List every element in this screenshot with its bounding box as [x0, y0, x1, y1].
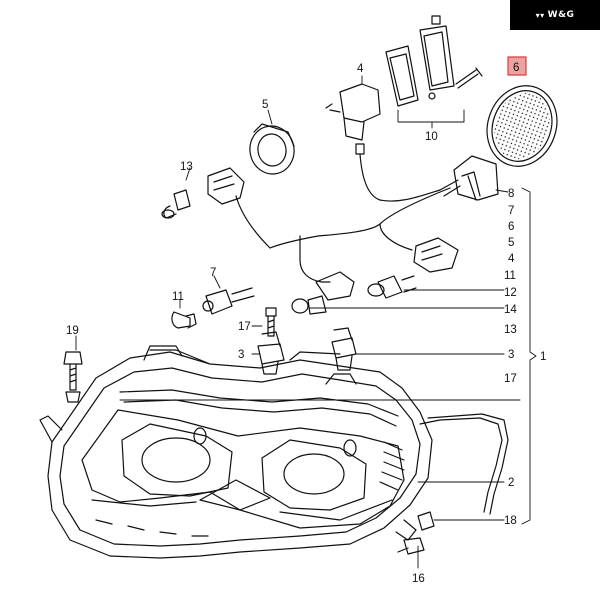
brand-logo: ▾▾ W&G	[510, 0, 600, 30]
right-list-item: 2	[508, 477, 514, 489]
headlight-housing	[39, 345, 433, 559]
right-list-item: 4	[508, 253, 515, 265]
callout-11: 11	[172, 291, 184, 303]
deer-logo-icon: ▾▾	[535, 10, 545, 20]
bulb-socket-7	[202, 287, 255, 315]
clip-18	[417, 511, 435, 531]
callout-6-highlight	[507, 56, 527, 76]
callout-5: 5	[262, 99, 268, 111]
right-list-item: 7	[508, 205, 514, 217]
callout-16: 16	[412, 573, 425, 585]
gasket-set	[385, 15, 483, 107]
screw-19	[63, 351, 83, 403]
callout-10: 10	[425, 131, 438, 143]
leveling-motor	[325, 83, 441, 202]
right-list-item: 18	[504, 515, 517, 527]
right-part-list: 8 7 6 5 4 11 12 14 13 3 17 2 18	[504, 188, 517, 527]
right-list-item: 13	[504, 324, 517, 336]
bulb-14	[291, 295, 327, 315]
callout-17: 17	[238, 321, 251, 333]
right-list-item: 12	[504, 287, 517, 299]
screw-17	[265, 307, 277, 337]
right-list-item: 3	[508, 349, 514, 361]
callout-13: 13	[180, 161, 193, 173]
repair-bracket-left	[257, 331, 285, 375]
headlight-cap	[486, 85, 558, 167]
bulb-holder	[249, 123, 295, 175]
callout-19: 19	[66, 325, 79, 337]
bulb-11	[171, 311, 197, 329]
callout-1: 1	[540, 351, 546, 363]
brand-logo-text: W&G	[547, 10, 575, 20]
right-list-item: 11	[504, 270, 516, 282]
leader-lines	[75, 75, 537, 569]
bulb-13	[161, 189, 191, 219]
gasket-strip	[419, 413, 509, 515]
right-list-item: 8	[508, 188, 514, 200]
screw-16	[397, 537, 425, 555]
callout-7: 7	[210, 267, 216, 279]
callout-3-left: 3	[238, 349, 244, 361]
callout-6: 6	[513, 62, 519, 74]
right-list-item: 5	[508, 237, 514, 249]
right-list-item: 17	[504, 373, 517, 385]
right-list-item: 6	[508, 221, 514, 233]
repair-bracket-right	[331, 327, 357, 371]
callout-4: 4	[357, 63, 364, 75]
right-list-item: 14	[504, 304, 517, 316]
bulb-12	[367, 275, 417, 299]
wiring-harness	[207, 155, 499, 301]
